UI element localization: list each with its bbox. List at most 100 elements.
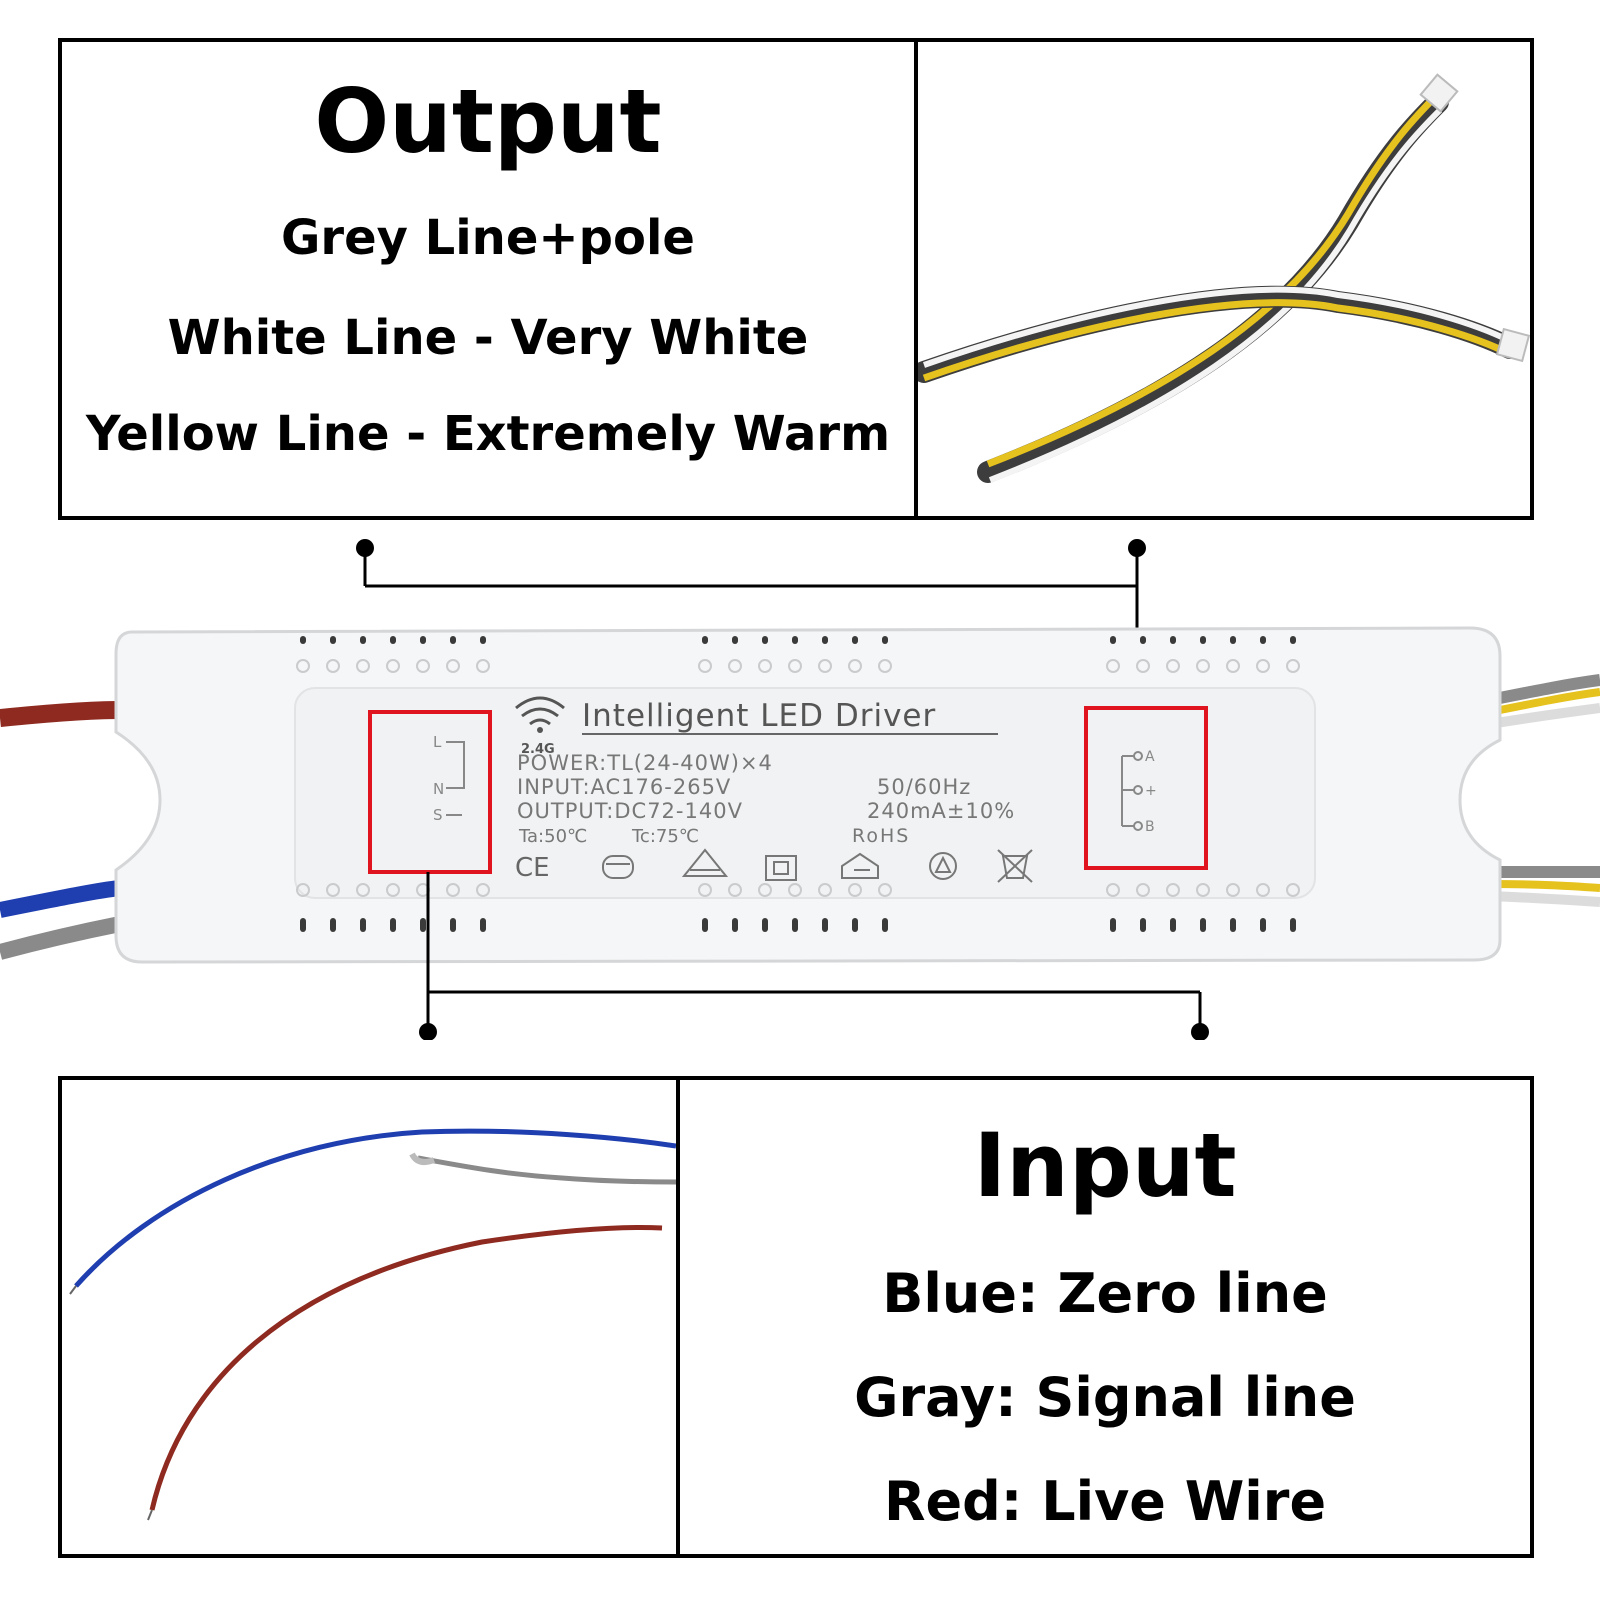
driver-illustration: 2.4G Intelligent LED Driver POWER:TL(24-… [0,539,1600,1040]
terminal-s: S [433,806,443,824]
output-text-section: Output Grey Line+pole White Line - Very … [62,42,914,516]
vent-slot [300,636,306,644]
output-line-yellow: Yellow Line - Extremely Warm [85,406,891,462]
input-line-red: Red: Live Wire [883,1470,1327,1533]
vent-hole [476,659,490,673]
certification-icons [602,848,1033,883]
vent-slot [1260,918,1266,932]
vent-hole [1286,659,1300,673]
vent-hole [476,883,490,897]
vent-slot [702,636,708,644]
vent-slot [1170,918,1176,932]
input-terminal-highlight [368,710,492,874]
vent-slot [1170,636,1176,644]
output-leader-dot-left [356,539,374,557]
vent-slot [792,918,798,932]
input-text-section: Input Blue: Zero line Gray: Signal line … [680,1080,1530,1554]
vent-hole [1256,659,1270,673]
output-panel-divider [914,42,918,516]
vent-slot [762,636,768,644]
vent-hole [416,659,430,673]
vent-hole [1166,883,1180,897]
vent-hole [1226,883,1240,897]
input-leader-dot-left [419,1023,437,1040]
vent-slot [1230,636,1236,644]
output-panel: Output Grey Line+pole White Line - Very … [58,38,1534,520]
vent-slot [762,918,768,932]
input-line-gray: Gray: Signal line [854,1366,1356,1429]
vent-hole [1226,659,1240,673]
input-wire-red [149,1225,663,1511]
vent-slot [822,636,828,644]
vent-slot [390,636,396,644]
output-terminal-diagram: A + B [1121,749,1157,835]
input-wire-blue [74,1128,676,1288]
driver-frequency: 50/60Hz [877,775,971,799]
vent-slot [480,918,486,932]
terminal-b: B [1145,819,1155,835]
vent-hole [356,883,370,897]
vent-slot [1140,636,1146,644]
vent-hole [1196,659,1210,673]
vent-hole [788,883,802,897]
wifi-icon [515,696,565,733]
vent-hole [878,883,892,897]
driver-output-spec: OUTPUT:DC72-140V [517,799,743,823]
vent-hole [758,883,772,897]
input-panel: Input Blue: Zero line Gray: Signal line … [58,1076,1534,1558]
vent-hole [818,659,832,673]
vent-slot [300,918,306,932]
input-leader-dot-right [1191,1023,1209,1040]
indoor-use-icon [841,852,879,879]
input-title: Input [973,1114,1237,1217]
weee-bin-icon [997,849,1033,883]
terminal-a: A [1145,749,1155,765]
vent-slot [1200,636,1206,644]
ce-mark: CE [515,853,550,883]
vent-hole [788,659,802,673]
vent-slot [420,918,426,932]
vent-hole [878,659,892,673]
vent-hole [1286,883,1300,897]
vent-hole [1136,883,1150,897]
vent-slot [702,918,708,932]
luminaire-icon [602,855,634,879]
vent-slots [300,636,1296,932]
vent-slot [480,636,486,644]
vent-slot [1290,636,1296,644]
input-panel-divider [676,1080,680,1554]
wifi-band-label: 2.4G [521,742,555,757]
output-terminal-highlight [1084,706,1208,870]
driver-tc: Tc:75℃ [631,826,699,847]
vent-hole [326,659,340,673]
vent-slot [822,918,828,932]
driver-ta: Ta:50℃ [518,826,587,847]
input-wires-photo [69,1128,676,1521]
vent-hole [728,883,742,897]
vent-slot [732,636,738,644]
recycle-icon [929,852,957,880]
input-terminal-diagram: L N S [433,733,465,824]
vent-slot [852,636,858,644]
driver-rohs: RoHS [852,825,910,847]
output-leader-dot-right [1128,539,1146,557]
vent-slot [1230,918,1236,932]
vent-slot [882,918,888,932]
vent-hole [848,659,862,673]
driver-name: Intelligent LED Driver [582,698,936,734]
warning-triangle-icon [681,848,729,877]
vent-holes [296,659,1300,897]
vent-slot [1260,636,1266,644]
vent-slot [882,636,888,644]
vent-hole [1106,883,1120,897]
vent-slot [1200,918,1206,932]
vent-hole [698,659,712,673]
output-line-white: White Line - Very White [167,310,809,366]
driver-output-wires [1488,674,1600,907]
driver-current: 240mA±10% [867,799,1015,823]
vent-hole [1106,659,1120,673]
vent-slot [1110,636,1116,644]
vent-hole [386,883,400,897]
vent-slot [852,918,858,932]
vent-hole [758,659,772,673]
